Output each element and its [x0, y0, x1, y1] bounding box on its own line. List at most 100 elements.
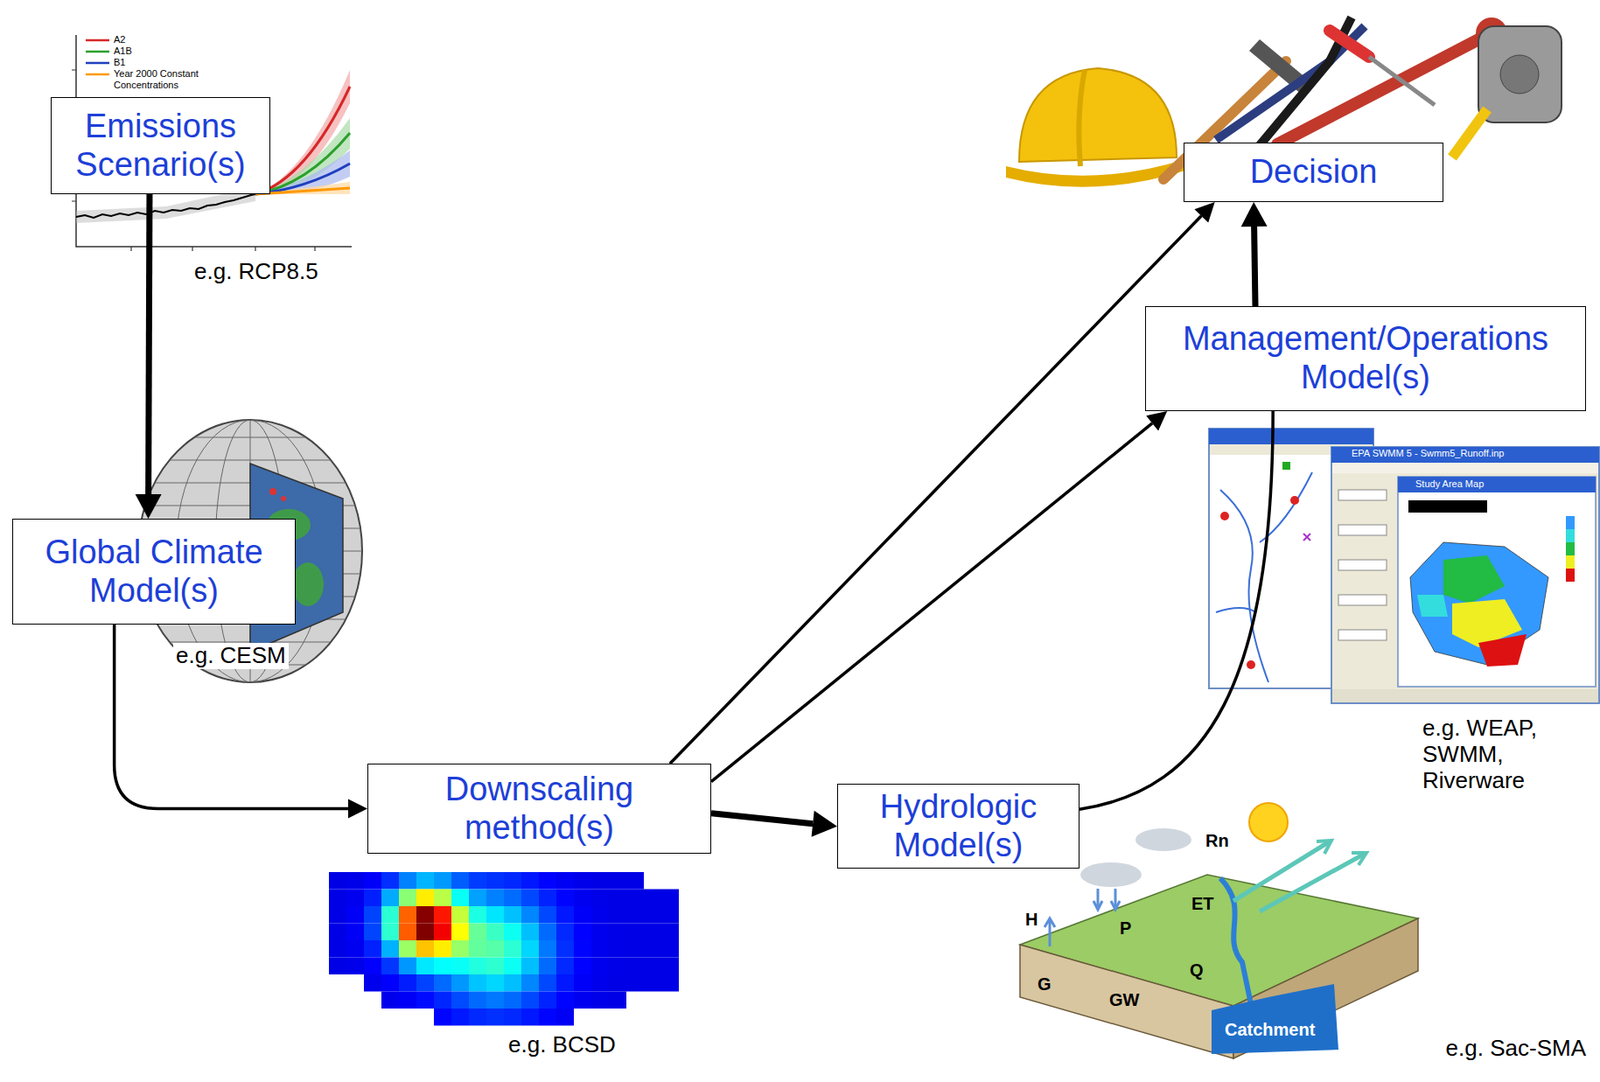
grid-cell: [661, 889, 679, 908]
grid-cell: [468, 889, 487, 908]
grid-cell: [591, 992, 609, 1010]
process-box: Hydrologic Model(s): [837, 783, 1080, 869]
model-screenshots-shape: [1338, 629, 1387, 641]
grid-cell: [608, 889, 627, 908]
arrow-connector: [1241, 202, 1268, 307]
grid-cell: [346, 889, 364, 908]
arrow-connector: [711, 411, 1167, 783]
annotation-label: H: [1025, 909, 1038, 930]
grid-cell: [468, 957, 487, 976]
grid-cell: [328, 872, 347, 890]
grid-cell: [451, 923, 469, 942]
grid-cell: [538, 872, 557, 890]
box-text: Hydrologic Model(s): [850, 788, 1067, 865]
grid-cell: [433, 992, 452, 1010]
grid-cell: [573, 957, 592, 976]
grid-cell: [416, 906, 434, 924]
engineering-tools-shape: [1369, 56, 1435, 105]
arrow-head: [811, 810, 838, 838]
annotation-label: Catchment: [1224, 1020, 1315, 1041]
model-screenshots-shape: [1478, 634, 1527, 667]
grid-cell: [573, 923, 592, 942]
annotation-label: G: [1037, 974, 1052, 995]
grid-cell: [521, 923, 539, 942]
grid-cell: [363, 906, 382, 924]
grid-cell: [521, 906, 539, 924]
model-screenshots-shape: [1410, 542, 1549, 665]
grid-cell: [486, 872, 504, 890]
model-screenshots-shape: [1246, 660, 1256, 670]
model-screenshots-shape: [1331, 447, 1600, 704]
catchment-illustration: [1020, 803, 1419, 1059]
legend-line: [85, 62, 110, 65]
emissions-chart-shape: [76, 194, 256, 218]
engineering-tools-shape: [1277, 34, 1488, 145]
grid-cell: [363, 940, 382, 958]
grid-cell: [416, 889, 434, 908]
grid-cell: [328, 889, 347, 908]
grid-cell: [398, 957, 417, 976]
grid-cell: [381, 872, 399, 890]
grid-cell: [416, 974, 434, 993]
grid-cell: [433, 872, 452, 890]
grid-cell: [433, 906, 452, 924]
grid-cell: [521, 974, 539, 993]
grid-cell: [468, 923, 487, 942]
connector-line: [1079, 411, 1273, 810]
grid-cell: [468, 1008, 487, 1027]
process-box: Decision: [1183, 142, 1444, 203]
catchment-illustration-shape: [1093, 901, 1120, 910]
grid-cell: [521, 957, 539, 976]
model-screenshots: [1208, 428, 1600, 704]
grid-cell: [416, 923, 434, 942]
grid-cell: [381, 889, 399, 908]
model-screenshots-shape: [1338, 524, 1387, 536]
engineering-tools-shape: [1452, 109, 1488, 158]
legend-text: Year 2000 Constant Concentrations: [113, 68, 224, 91]
grid-cell: [451, 872, 469, 890]
grid-cell: [503, 923, 522, 942]
grid-cell: [626, 923, 644, 942]
grid-cell: [538, 906, 557, 924]
grid-cell: [626, 957, 644, 976]
grid-cell: [503, 889, 522, 908]
connector-line: [1254, 226, 1256, 307]
grid-cell: [451, 1008, 469, 1027]
grid-cell: [381, 906, 399, 924]
catchment-illustration-shape: [1211, 984, 1339, 1055]
grid-cell: [661, 906, 679, 924]
grid-cell: [626, 889, 644, 908]
grid-cell: [573, 974, 592, 993]
legend-text: A1B: [113, 45, 133, 57]
grid-cell: [398, 889, 417, 908]
grid-cell: [451, 957, 469, 976]
grid-cell: [503, 957, 522, 976]
grid-cell: [661, 957, 679, 976]
grid-cell: [573, 940, 592, 958]
box-text: Emissions Scenario(s): [63, 107, 258, 184]
engineering-tools-shape: [1019, 68, 1177, 162]
model-screenshots-shape: [1282, 461, 1291, 470]
grid-cell: [486, 940, 504, 958]
model-screenshots-shape: [1332, 462, 1599, 474]
grid-cell: [521, 872, 539, 890]
engineering-tools-shape: [1078, 69, 1085, 167]
grid-cell: [363, 957, 382, 976]
grid-cell: [433, 889, 452, 908]
grid-cell: [416, 940, 434, 958]
arrow-head: [1241, 202, 1268, 227]
grid-cell: [608, 992, 627, 1010]
connector-line: [114, 624, 349, 810]
box-text: Management/Operations Model(s): [1158, 320, 1573, 397]
grid-cell: [643, 906, 662, 924]
catchment-illustration-shape: [1080, 862, 1142, 888]
grid-cell: [556, 992, 574, 1010]
grid-cell: [451, 940, 469, 958]
model-screenshots-shape: [1397, 476, 1596, 687]
engineering-tools-shape: [1006, 159, 1186, 188]
grid-cell: [346, 872, 364, 890]
grid-cell: [556, 872, 574, 890]
downscaled-grid: [328, 872, 679, 1027]
grid-cell: [416, 872, 434, 890]
grid-cell: [643, 889, 662, 908]
